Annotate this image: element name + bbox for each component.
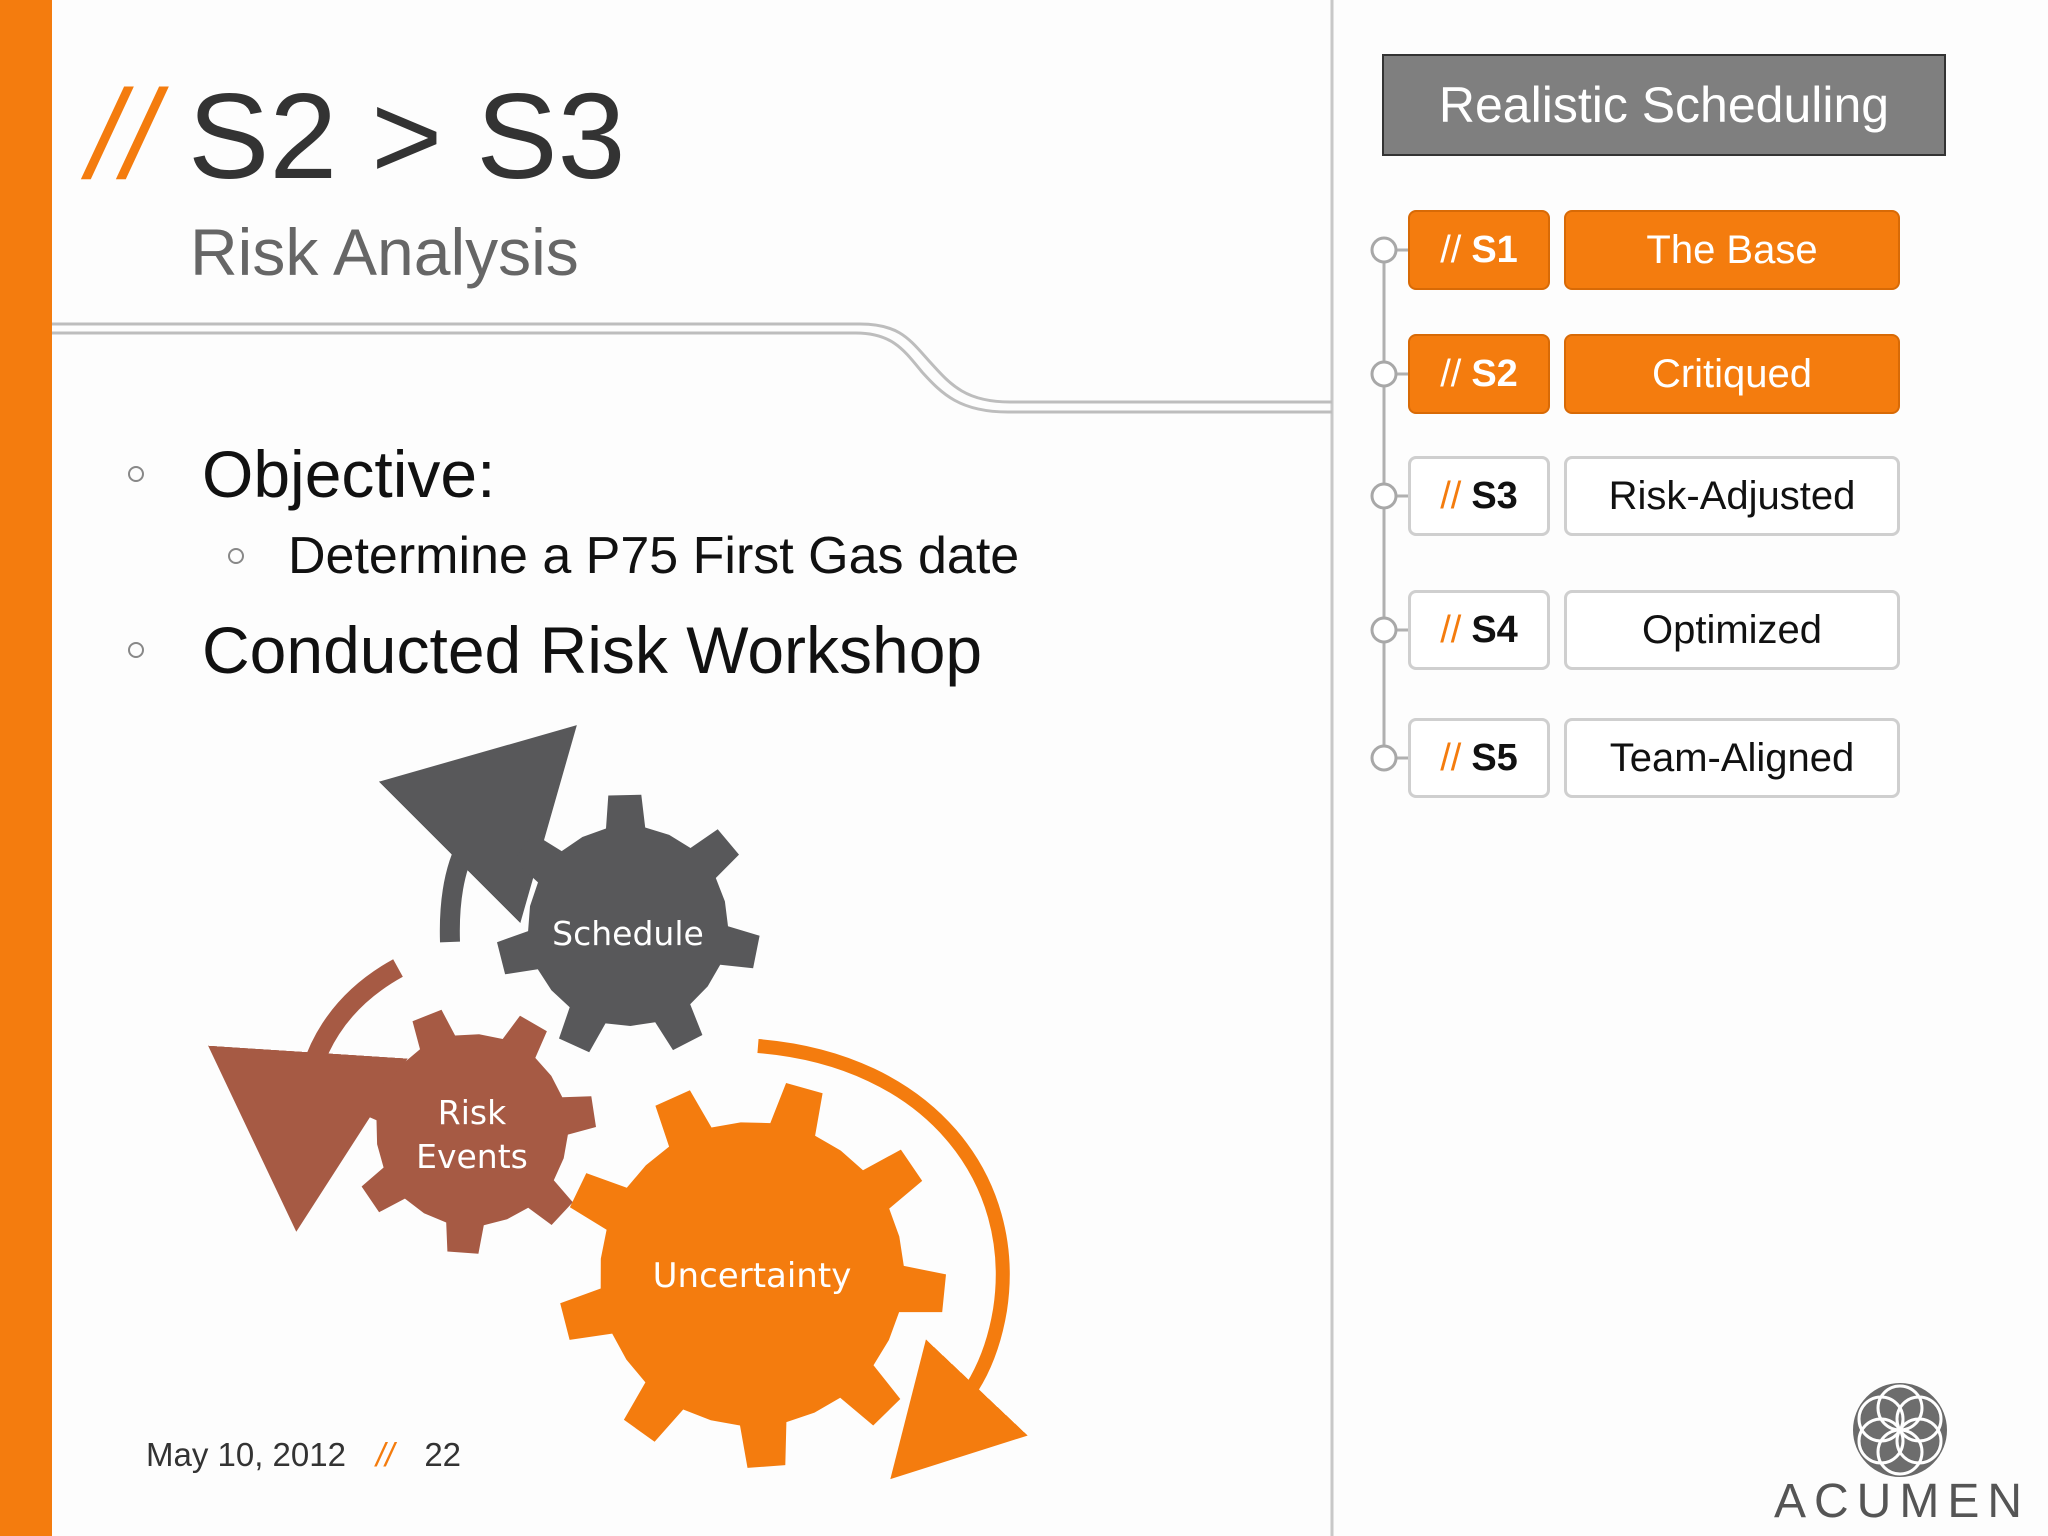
- gear-schedule: [497, 794, 760, 1053]
- step-slash: //: [1440, 352, 1462, 395]
- cycle-arrow-gray: [378, 725, 577, 943]
- timeline-node-icon: [1370, 482, 1398, 510]
- panel-title: Realistic Scheduling: [1382, 54, 1946, 156]
- step-label-s3: Risk-Adjusted: [1564, 456, 1900, 536]
- gear-schedule-label: Schedule: [552, 914, 704, 953]
- cycle-arrow-brown: [208, 959, 408, 1232]
- step-code-s4: //S4: [1408, 590, 1550, 670]
- page-subtitle: Risk Analysis: [190, 215, 579, 289]
- timeline-node-icon: [1370, 236, 1398, 264]
- bullet-circle-icon: [128, 642, 144, 658]
- step-code-s5: //S5: [1408, 718, 1550, 798]
- gear-uncertainty-label: Uncertainty: [653, 1256, 852, 1296]
- footer-separator: //: [375, 1436, 395, 1473]
- step-code-s2: //S2: [1408, 334, 1550, 414]
- cycle-arrow-orange: [757, 1039, 1028, 1480]
- step-slash: //: [1440, 474, 1462, 517]
- step-code-s1: //S1: [1408, 210, 1550, 290]
- timeline-node-icon: [1370, 360, 1398, 388]
- timeline-node-icon: [1370, 616, 1398, 644]
- page-title: S2 > S3: [188, 68, 626, 204]
- page-number: 22: [424, 1436, 462, 1473]
- bullet-workshop-text: Conducted Risk Workshop: [202, 613, 983, 687]
- step-code-text: S4: [1471, 608, 1518, 651]
- bullet-circle-icon: [128, 466, 144, 482]
- bullet-objective-detail-text: Determine a P75 First Gas date: [288, 527, 1020, 585]
- gear-risk-shape: [349, 1009, 596, 1254]
- bullet-objective: Objective:: [128, 436, 495, 512]
- title-slashes: //: [88, 64, 159, 205]
- step-label-s2: Critiqued: [1564, 334, 1900, 414]
- bullet-workshop: Conducted Risk Workshop: [128, 612, 982, 688]
- title-row: // S2 > S3: [88, 72, 626, 198]
- bullet-circle-icon: [228, 548, 244, 564]
- step-code-text: S1: [1471, 228, 1518, 271]
- timeline-node-icon: [1370, 744, 1398, 772]
- step-label-s5: Team-Aligned: [1564, 718, 1900, 798]
- step-label-s1: The Base: [1564, 210, 1900, 290]
- flower-of-life-icon: [1853, 1383, 1947, 1477]
- left-accent-bar: [0, 0, 52, 1536]
- step-label-s4: Optimized: [1564, 590, 1900, 670]
- step-slash: //: [1440, 228, 1462, 271]
- step-code-s3: //S3: [1408, 456, 1550, 536]
- bullet-objective-text: Objective:: [202, 437, 496, 511]
- step-code-text: S3: [1471, 474, 1518, 517]
- gear-uncertainty: [560, 1083, 946, 1468]
- step-slash: //: [1440, 608, 1462, 651]
- bullet-objective-detail: Determine a P75 First Gas date: [228, 526, 1019, 586]
- gear-risk-label-line1: Risk: [438, 1093, 507, 1132]
- footer-date: May 10, 2012: [146, 1436, 346, 1473]
- gear-uncertainty-shape: [560, 1083, 946, 1468]
- footer: May 10, 2012 // 22: [146, 1436, 461, 1474]
- logo-wordmark: ACUMEN: [1774, 1475, 2031, 1528]
- step-code-text: S5: [1471, 736, 1518, 779]
- gear-risk-label-line2: Events: [416, 1137, 528, 1176]
- step-slash: //: [1440, 736, 1462, 779]
- gear-schedule-shape: [497, 794, 760, 1053]
- gear-risk-events: [349, 1009, 596, 1254]
- step-code-text: S2: [1471, 352, 1518, 395]
